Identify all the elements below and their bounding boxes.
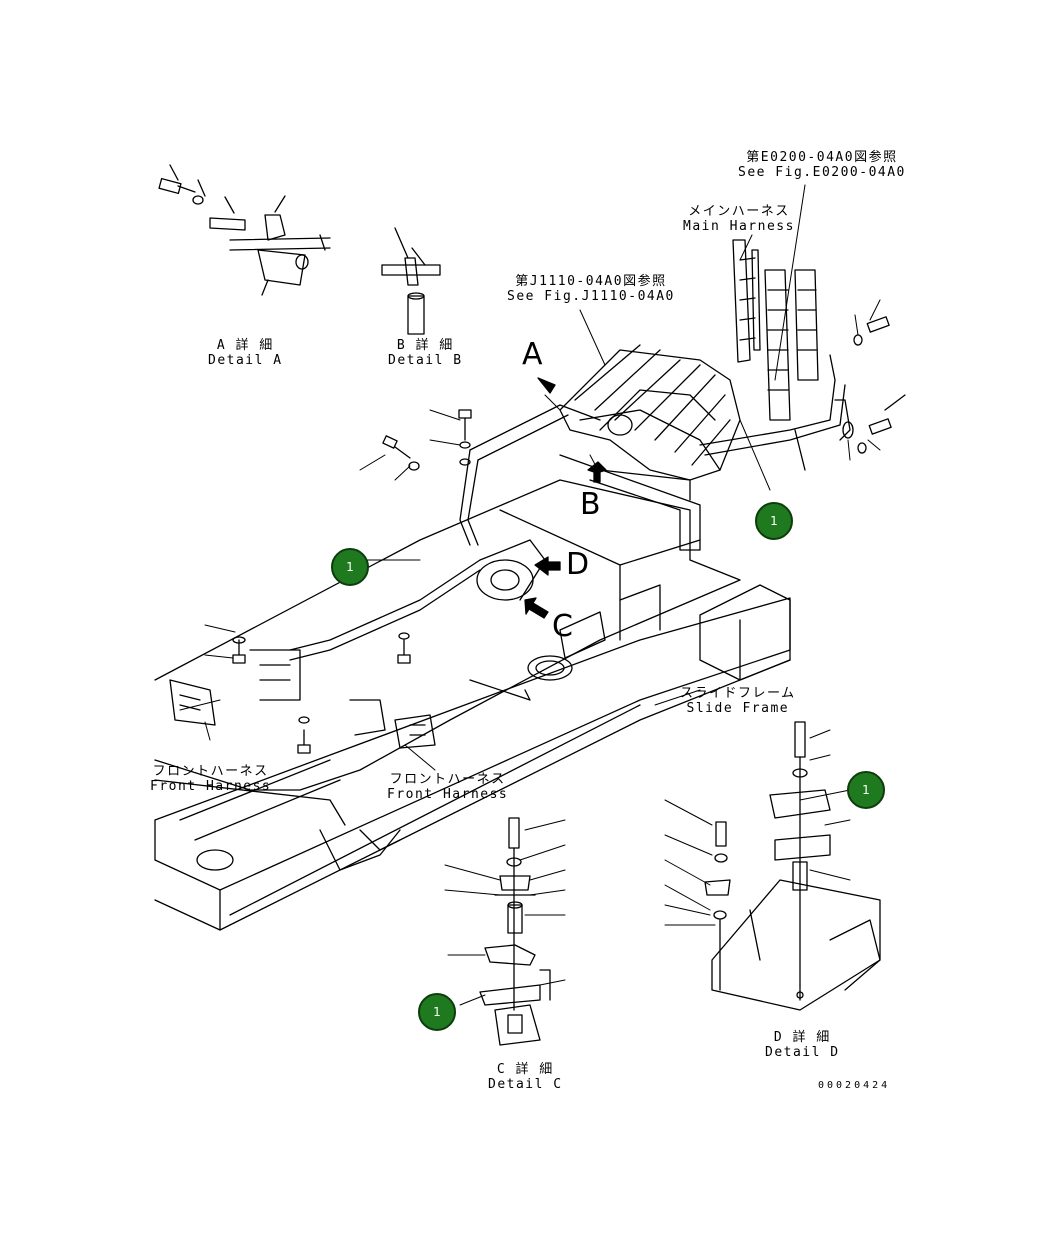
view-letter-a: A xyxy=(522,337,543,372)
see-fig-e0200-label: 第E0200-04A0図参照 See Fig.E0200-04A0 xyxy=(738,150,906,180)
slide-frame-jp: スライドフレーム xyxy=(680,686,796,701)
callout-marker[interactable]: 1 xyxy=(755,502,793,540)
view-arrows xyxy=(524,377,607,619)
machine-frame xyxy=(154,454,791,931)
callout-marker[interactable]: 1 xyxy=(331,548,369,586)
detail-b-en: Detail B xyxy=(388,353,463,368)
see-fig-j1110-en: See Fig.J1110-04A0 xyxy=(507,289,675,304)
drawing-number: 00020424 xyxy=(818,1080,891,1091)
detail-b-jp: B 詳 細 xyxy=(396,338,454,353)
see-fig-j1110-label: 第J1110-04A0図参照 See Fig.J1110-04A0 xyxy=(507,274,675,304)
detail-c-en: Detail C xyxy=(488,1077,563,1092)
leader-lines xyxy=(179,184,881,1006)
slide-frame-en: Slide Frame xyxy=(686,701,790,716)
detail-a-en: Detail A xyxy=(208,353,283,368)
cable-chain xyxy=(559,344,741,481)
front-harness-left-en: Front Harness xyxy=(150,779,272,794)
callout-marker[interactable]: 1 xyxy=(418,993,456,1031)
view-letter-c: C xyxy=(552,609,573,644)
detail-d-jp: D 詳 細 xyxy=(773,1030,831,1045)
main-harness-connectors xyxy=(732,239,906,454)
see-fig-e0200-en: See Fig.E0200-04A0 xyxy=(738,165,906,180)
detail-d-en: Detail D xyxy=(765,1045,840,1060)
see-fig-j1110-jp: 第J1110-04A0図参照 xyxy=(515,274,667,289)
detail-b-label: B 詳 細 Detail B xyxy=(388,338,463,368)
main-harness-label: メインハーネス Main Harness xyxy=(683,204,795,234)
front-harness-left-label: フロントハーネス Front Harness xyxy=(150,764,271,794)
main-harness-jp: メインハーネス xyxy=(688,204,790,219)
callout-marker[interactable]: 1 xyxy=(847,771,885,809)
detail-b-drawing xyxy=(381,227,441,335)
view-letter-b: B xyxy=(580,487,601,522)
slide-frame-label: スライドフレーム Slide Frame xyxy=(680,686,796,716)
front-harness-right-en: Front Harness xyxy=(387,787,509,802)
detail-a-jp: A 詳 細 xyxy=(216,338,274,353)
detail-a-drawing xyxy=(158,164,331,296)
detail-d-drawing xyxy=(704,721,881,1011)
detail-d-label: D 詳 細 Detail D xyxy=(765,1030,840,1060)
front-harness-right-label: フロントハーネス Front Harness xyxy=(387,772,508,802)
detail-c-jp: C 詳 細 xyxy=(496,1062,554,1077)
detail-c-label: C 詳 細 Detail C xyxy=(488,1062,563,1092)
front-harness-right-jp: フロントハーネス xyxy=(389,772,506,787)
front-harness-left-jp: フロントハーネス xyxy=(152,764,269,779)
view-letter-d: D xyxy=(566,547,590,582)
see-fig-e0200-jp: 第E0200-04A0図参照 xyxy=(746,150,898,165)
detail-a-label: A 詳 細 Detail A xyxy=(208,338,283,368)
main-harness-en: Main Harness xyxy=(683,219,795,234)
harness-routing xyxy=(169,354,854,749)
detail-c-drawing xyxy=(479,817,551,1046)
main-view-fasteners xyxy=(232,409,472,754)
